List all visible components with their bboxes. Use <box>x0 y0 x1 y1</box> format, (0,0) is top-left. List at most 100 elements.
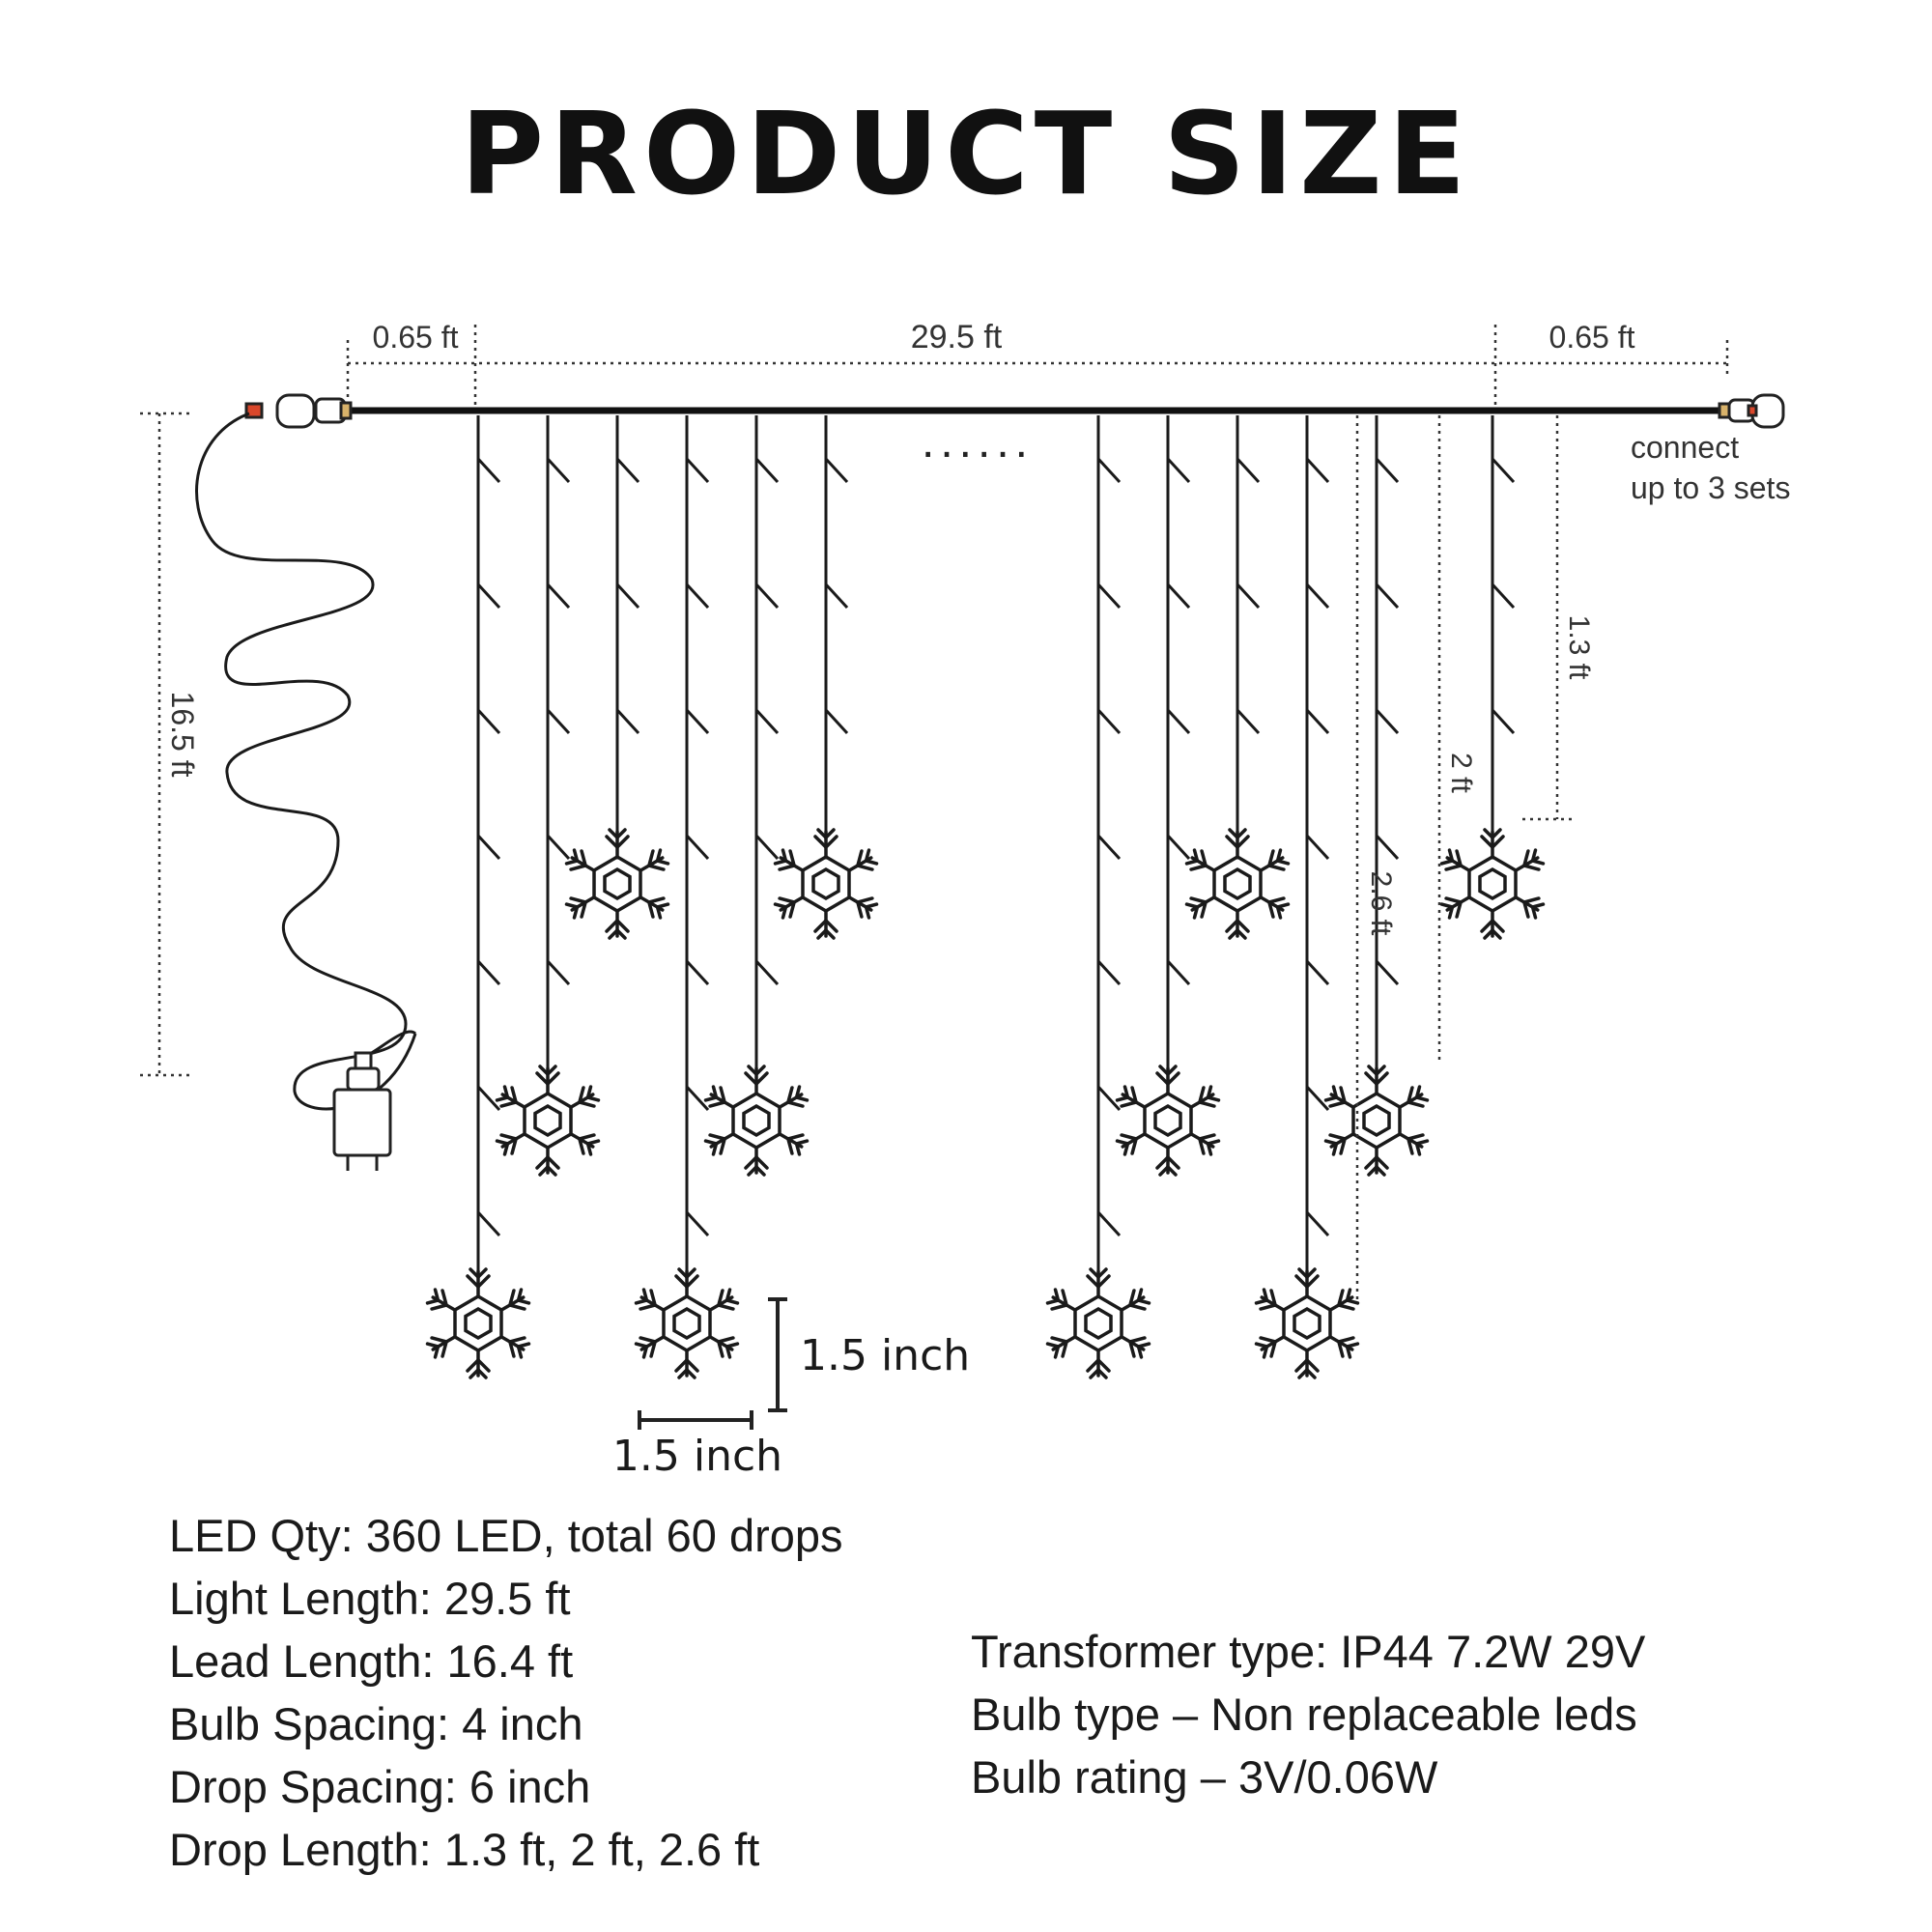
led-bulb <box>476 708 501 735</box>
led-bulb <box>1305 708 1330 735</box>
spec-led-qty: LED Qty: 360 LED, total 60 drops <box>169 1510 843 1561</box>
led-bulb <box>1375 959 1400 986</box>
specs-right: Transformer type: IP44 7.2W 29V Bulb typ… <box>971 1620 1645 1808</box>
led-bulb <box>1166 457 1191 484</box>
snowflake-width-label: 1.5 inch <box>612 1432 782 1481</box>
dim-right-end-label: 0.65 ft <box>1549 320 1635 355</box>
drops-group <box>424 415 1547 1379</box>
led-bulb <box>754 457 780 484</box>
led-bulb <box>685 708 710 735</box>
led-bulb <box>1166 959 1191 986</box>
led-bulb <box>1166 582 1191 610</box>
led-bulb <box>1305 834 1330 861</box>
led-bulb <box>754 582 780 610</box>
dim-left-end-label: 0.65 ft <box>373 320 459 355</box>
dim-main-length-label: 29.5 ft <box>911 319 1003 355</box>
spec-bulb-type: Bulb type – Non replaceable leds <box>971 1689 1637 1740</box>
spec-bulb-spacing: Bulb Spacing: 4 inch <box>169 1698 583 1749</box>
top-dimension-line <box>346 325 1729 406</box>
led-bulb <box>1375 708 1400 735</box>
led-bulb <box>476 582 501 610</box>
led-bulb <box>824 582 849 610</box>
led-bulb <box>1096 834 1122 861</box>
led-bulb <box>1305 1085 1330 1112</box>
led-bulb <box>615 582 640 610</box>
ellipsis: ...... <box>922 416 1034 468</box>
spec-transformer-type: Transformer type: IP44 7.2W 29V <box>971 1626 1646 1677</box>
snowflake-width-marker <box>638 1410 753 1430</box>
led-bulb <box>685 582 710 610</box>
snowflake-light <box>494 1065 602 1177</box>
lead-cable <box>195 412 417 1111</box>
led-bulb <box>546 959 571 986</box>
snowflake-light <box>702 1065 810 1177</box>
connector-note-line1: connect <box>1631 430 1739 465</box>
led-bulb <box>1375 457 1400 484</box>
led-bulb <box>1096 708 1122 735</box>
led-bulb <box>1096 457 1122 484</box>
led-bulb <box>476 457 501 484</box>
led-bulb <box>1166 708 1191 735</box>
snowflake-light <box>1114 1065 1222 1177</box>
spec-drop-length: Drop Length: 1.3 ft, 2 ft, 2.6 ft <box>169 1824 760 1875</box>
spec-bulb-rating: Bulb rating – 3V/0.06W <box>971 1751 1438 1803</box>
led-bulb <box>754 834 780 861</box>
snowflake-light <box>1044 1267 1152 1379</box>
led-bulb <box>685 457 710 484</box>
drop-dimension-lines <box>1355 415 1573 1304</box>
led-bulb <box>1166 834 1191 861</box>
spec-light-length: Light Length: 29.5 ft <box>169 1573 571 1624</box>
led-bulb <box>1491 457 1516 484</box>
led-bulb <box>685 834 710 861</box>
snowflake-height-label: 1.5 inch <box>800 1331 970 1380</box>
snowflake-light <box>1183 828 1292 940</box>
led-bulb <box>615 708 640 735</box>
dim-drop-short-label: 1.3 ft <box>1563 615 1595 680</box>
led-bulb <box>685 1210 710 1237</box>
dim-drop-mid-label: 2 ft <box>1445 753 1477 793</box>
connector-note-line2: up to 3 sets <box>1631 470 1790 505</box>
snowflake-light <box>1322 1065 1431 1177</box>
led-bulb <box>615 457 640 484</box>
lead-dimension-line <box>140 412 193 1077</box>
snowflake-light <box>424 1267 532 1379</box>
led-bulb <box>754 708 780 735</box>
led-bulb <box>476 834 501 861</box>
snowflake-light <box>633 1267 741 1379</box>
led-bulb <box>1491 582 1516 610</box>
snowflake-light <box>1253 1267 1361 1379</box>
right-connector <box>1718 393 1785 429</box>
led-bulb <box>1236 457 1261 484</box>
led-bulb <box>476 1085 501 1112</box>
led-bulb <box>1491 708 1516 735</box>
led-bulb <box>546 834 571 861</box>
spec-drop-spacing: Drop Spacing: 6 inch <box>169 1761 591 1812</box>
led-bulb <box>824 708 849 735</box>
snowflake-light <box>772 828 880 940</box>
led-bulb <box>824 457 849 484</box>
snowflake-height-marker <box>768 1297 787 1412</box>
led-bulb <box>1375 834 1400 861</box>
snowflake-light <box>1438 828 1547 940</box>
led-bulb <box>546 708 571 735</box>
left-connector <box>244 393 353 429</box>
page-title: PRODUCT SIZE <box>460 87 1472 220</box>
led-bulb <box>754 959 780 986</box>
dim-lead-length-label: 16.5 ft <box>165 692 200 778</box>
led-bulb <box>1305 457 1330 484</box>
led-bulb <box>1096 1210 1122 1237</box>
led-bulb <box>685 959 710 986</box>
led-bulb <box>1236 708 1261 735</box>
led-bulb <box>1236 582 1261 610</box>
specs-left: LED Qty: 360 LED, total 60 drops Light L… <box>169 1504 843 1881</box>
snowflake-light <box>563 828 671 940</box>
led-bulb <box>1375 582 1400 610</box>
led-bulb <box>1096 959 1122 986</box>
led-bulb <box>476 959 501 986</box>
dim-drop-long-label: 2.6 ft <box>1365 871 1397 936</box>
led-bulb <box>1305 1210 1330 1237</box>
led-bulb <box>1305 582 1330 610</box>
transformer-icon <box>332 1051 392 1171</box>
led-bulb <box>546 457 571 484</box>
